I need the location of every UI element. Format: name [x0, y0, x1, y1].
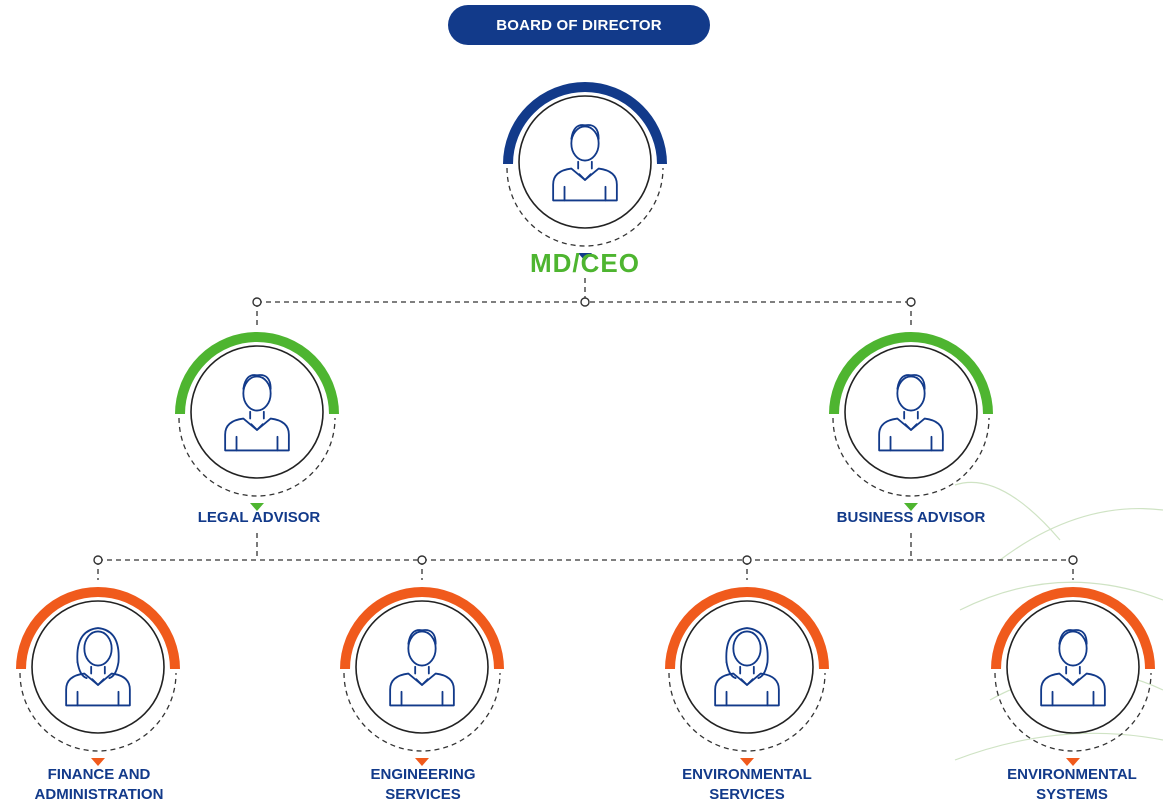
finance-node-circle [31, 600, 165, 734]
env-services-node-person-icon [714, 627, 780, 707]
business-advisor-node-pointer-icon [904, 503, 918, 511]
department-junction-dot-0 [93, 555, 103, 565]
connector-lines [93, 278, 1078, 580]
engineering-node-arc [340, 587, 504, 670]
ceo-node-person-icon [552, 124, 618, 202]
business-advisor-node-person-icon [878, 374, 944, 452]
env-services-node-dashed-ring [668, 672, 826, 752]
business-advisor-node-dashed-ring [832, 417, 990, 497]
engineering-node-circle [355, 600, 489, 734]
business-advisor-node [829, 332, 993, 511]
finance-node-dashed-ring [19, 672, 177, 752]
business-advisor-node-circle [844, 345, 978, 479]
business-advisor-label: BUSINESS ADVISOR [836, 509, 986, 526]
board-of-director-badge: BOARD OF DIRECTOR [448, 5, 710, 45]
env-systems-node [991, 587, 1155, 766]
ceo-node-arc [503, 82, 667, 165]
watermark-curve-0 [954, 481, 1061, 541]
finance-node-arc [16, 587, 180, 670]
watermark-curve-2 [959, 581, 1163, 611]
env-services-node-arc [665, 587, 829, 670]
watermark-curve-4 [954, 732, 1163, 761]
finance-node-pointer-icon [91, 758, 105, 766]
business-junction-dot [906, 297, 916, 307]
engineering-node-dashed-ring [343, 672, 501, 752]
finance-node [16, 587, 180, 766]
org-nodes [16, 82, 1155, 766]
environmental-services-label: ENVIRONMENTAL SERVICES [682, 766, 812, 803]
department-junction-dot-1 [417, 555, 427, 565]
engineering-node-pointer-icon [415, 758, 429, 766]
legal-advisor-node [175, 332, 339, 511]
ceo-node-pointer-icon [578, 253, 592, 261]
env-systems-node-circle [1006, 600, 1140, 734]
env-systems-node-arc [991, 587, 1155, 670]
legal-advisor-node-circle [190, 345, 324, 479]
env-services-node-circle [680, 600, 814, 734]
ceo-node-circle [518, 95, 652, 229]
env-services-node [665, 587, 829, 766]
legal-advisor-node-dashed-ring [178, 417, 336, 497]
ceo-node [503, 82, 667, 261]
env-systems-node-dashed-ring [994, 672, 1152, 752]
environmental-systems-label: ENVIRONMENTAL SYSTEMS [1007, 766, 1137, 803]
engineering-node-person-icon [389, 629, 455, 707]
engineering-node [340, 587, 504, 766]
legal-advisor-node-arc [175, 332, 339, 415]
department-junction-dot-2 [742, 555, 752, 565]
ceo-junction-dot [580, 297, 590, 307]
legal-advisor-node-pointer-icon [250, 503, 264, 511]
finance-node-person-icon [65, 627, 131, 707]
department-junction-dot-3 [1068, 555, 1078, 565]
legal-junction-dot [252, 297, 262, 307]
env-services-node-pointer-icon [740, 758, 754, 766]
ceo-node-dashed-ring [506, 167, 664, 247]
business-advisor-node-arc [829, 332, 993, 415]
engineering-services-label: ENGINEERING SERVICES [370, 766, 476, 803]
watermark-curve-1 [999, 507, 1163, 561]
env-systems-node-person-icon [1040, 629, 1106, 707]
legal-advisor-node-person-icon [224, 374, 290, 452]
env-systems-node-pointer-icon [1066, 758, 1080, 766]
legal-advisor-label: LEGAL ADVISOR [197, 509, 321, 526]
ceo-label: MD/CEO [530, 248, 640, 278]
finance-administration-label: FINANCE AND ADMINISTRATION [34, 766, 164, 803]
